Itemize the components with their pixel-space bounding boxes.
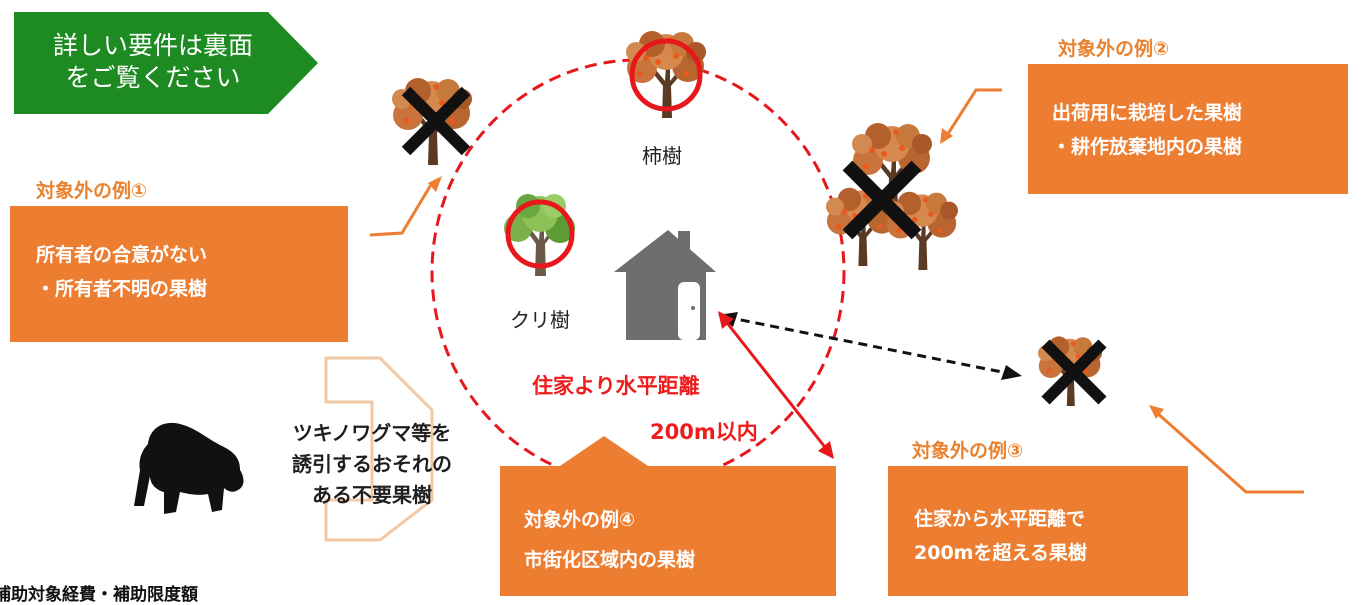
example-3-line-1: 住家から水平距離で [914, 508, 1086, 530]
allowed-circle-icon [629, 38, 703, 112]
allowed-circle-icon [505, 199, 575, 269]
pointer-line-2 [942, 88, 1002, 141]
banner-line-1: 詳しい要件は裏面 [52, 31, 253, 60]
pointer-line-3 [1155, 410, 1304, 494]
example-2-label: 対象外の例② [1058, 38, 1170, 60]
green-banner [14, 12, 318, 114]
banner-text[interactable]: 詳しい要件は裏面 をご覧ください [38, 30, 268, 94]
bear-icon [134, 422, 244, 514]
house-icon [614, 230, 716, 340]
bear-caption-line-3: ある不要果樹 [312, 483, 432, 507]
example-1-box: 所有者の合意がない ・所有者不明の果樹 [10, 206, 348, 342]
pointer-line-1 [369, 182, 434, 237]
distance-label-2: 200m以内 [650, 420, 758, 444]
chestnut-label: クリ樹 [510, 308, 570, 332]
example-4-box [500, 436, 836, 596]
example-4-text: 対象外の例④ 市街化区域内の果樹 [524, 500, 695, 580]
example-2-box: 出荷用に栽培した果樹 ・耕作放棄地内の果樹 [1028, 64, 1348, 194]
persimmon-label: 柿樹 [642, 144, 682, 168]
example-2-line-2: ・耕作放棄地内の果樹 [1052, 136, 1243, 158]
example-2-line-1: 出荷用に栽培した果樹 [1052, 102, 1243, 124]
footer-title: 補助対象経費・補助限度額 [0, 585, 198, 605]
example-1-line-2: ・所有者不明の果樹 [36, 278, 208, 300]
example-3-box: 住家から水平距離で 200mを超える果樹 [888, 466, 1188, 596]
example-4-line-1: 市街化区域内の果樹 [524, 549, 696, 571]
banner-line-2: をご覧ください [65, 63, 241, 92]
example-1-line-1: 所有者の合意がない [36, 244, 208, 266]
distance-label-1: 住家より水平距離 [532, 374, 700, 398]
example-3-line-2: 200mを超える果樹 [914, 542, 1087, 564]
example-1-label: 対象外の例① [36, 180, 148, 202]
bear-caption-line-2: 誘引するおそれの [292, 452, 452, 476]
example-4-label: 対象外の例④ [524, 509, 636, 531]
excluded-tree-icon [886, 191, 958, 270]
bear-caption-line-1: ツキノワグマ等を [292, 421, 452, 445]
example-3-label: 対象外の例③ [912, 440, 1024, 462]
distance-over-arrow [725, 315, 1013, 376]
outline-arrow [324, 356, 434, 542]
radius-arrow [722, 318, 830, 452]
bear-caption: ツキノワグマ等を 誘引するおそれの ある不要果樹 [262, 418, 482, 511]
persimmon-tree-icon [626, 31, 706, 118]
